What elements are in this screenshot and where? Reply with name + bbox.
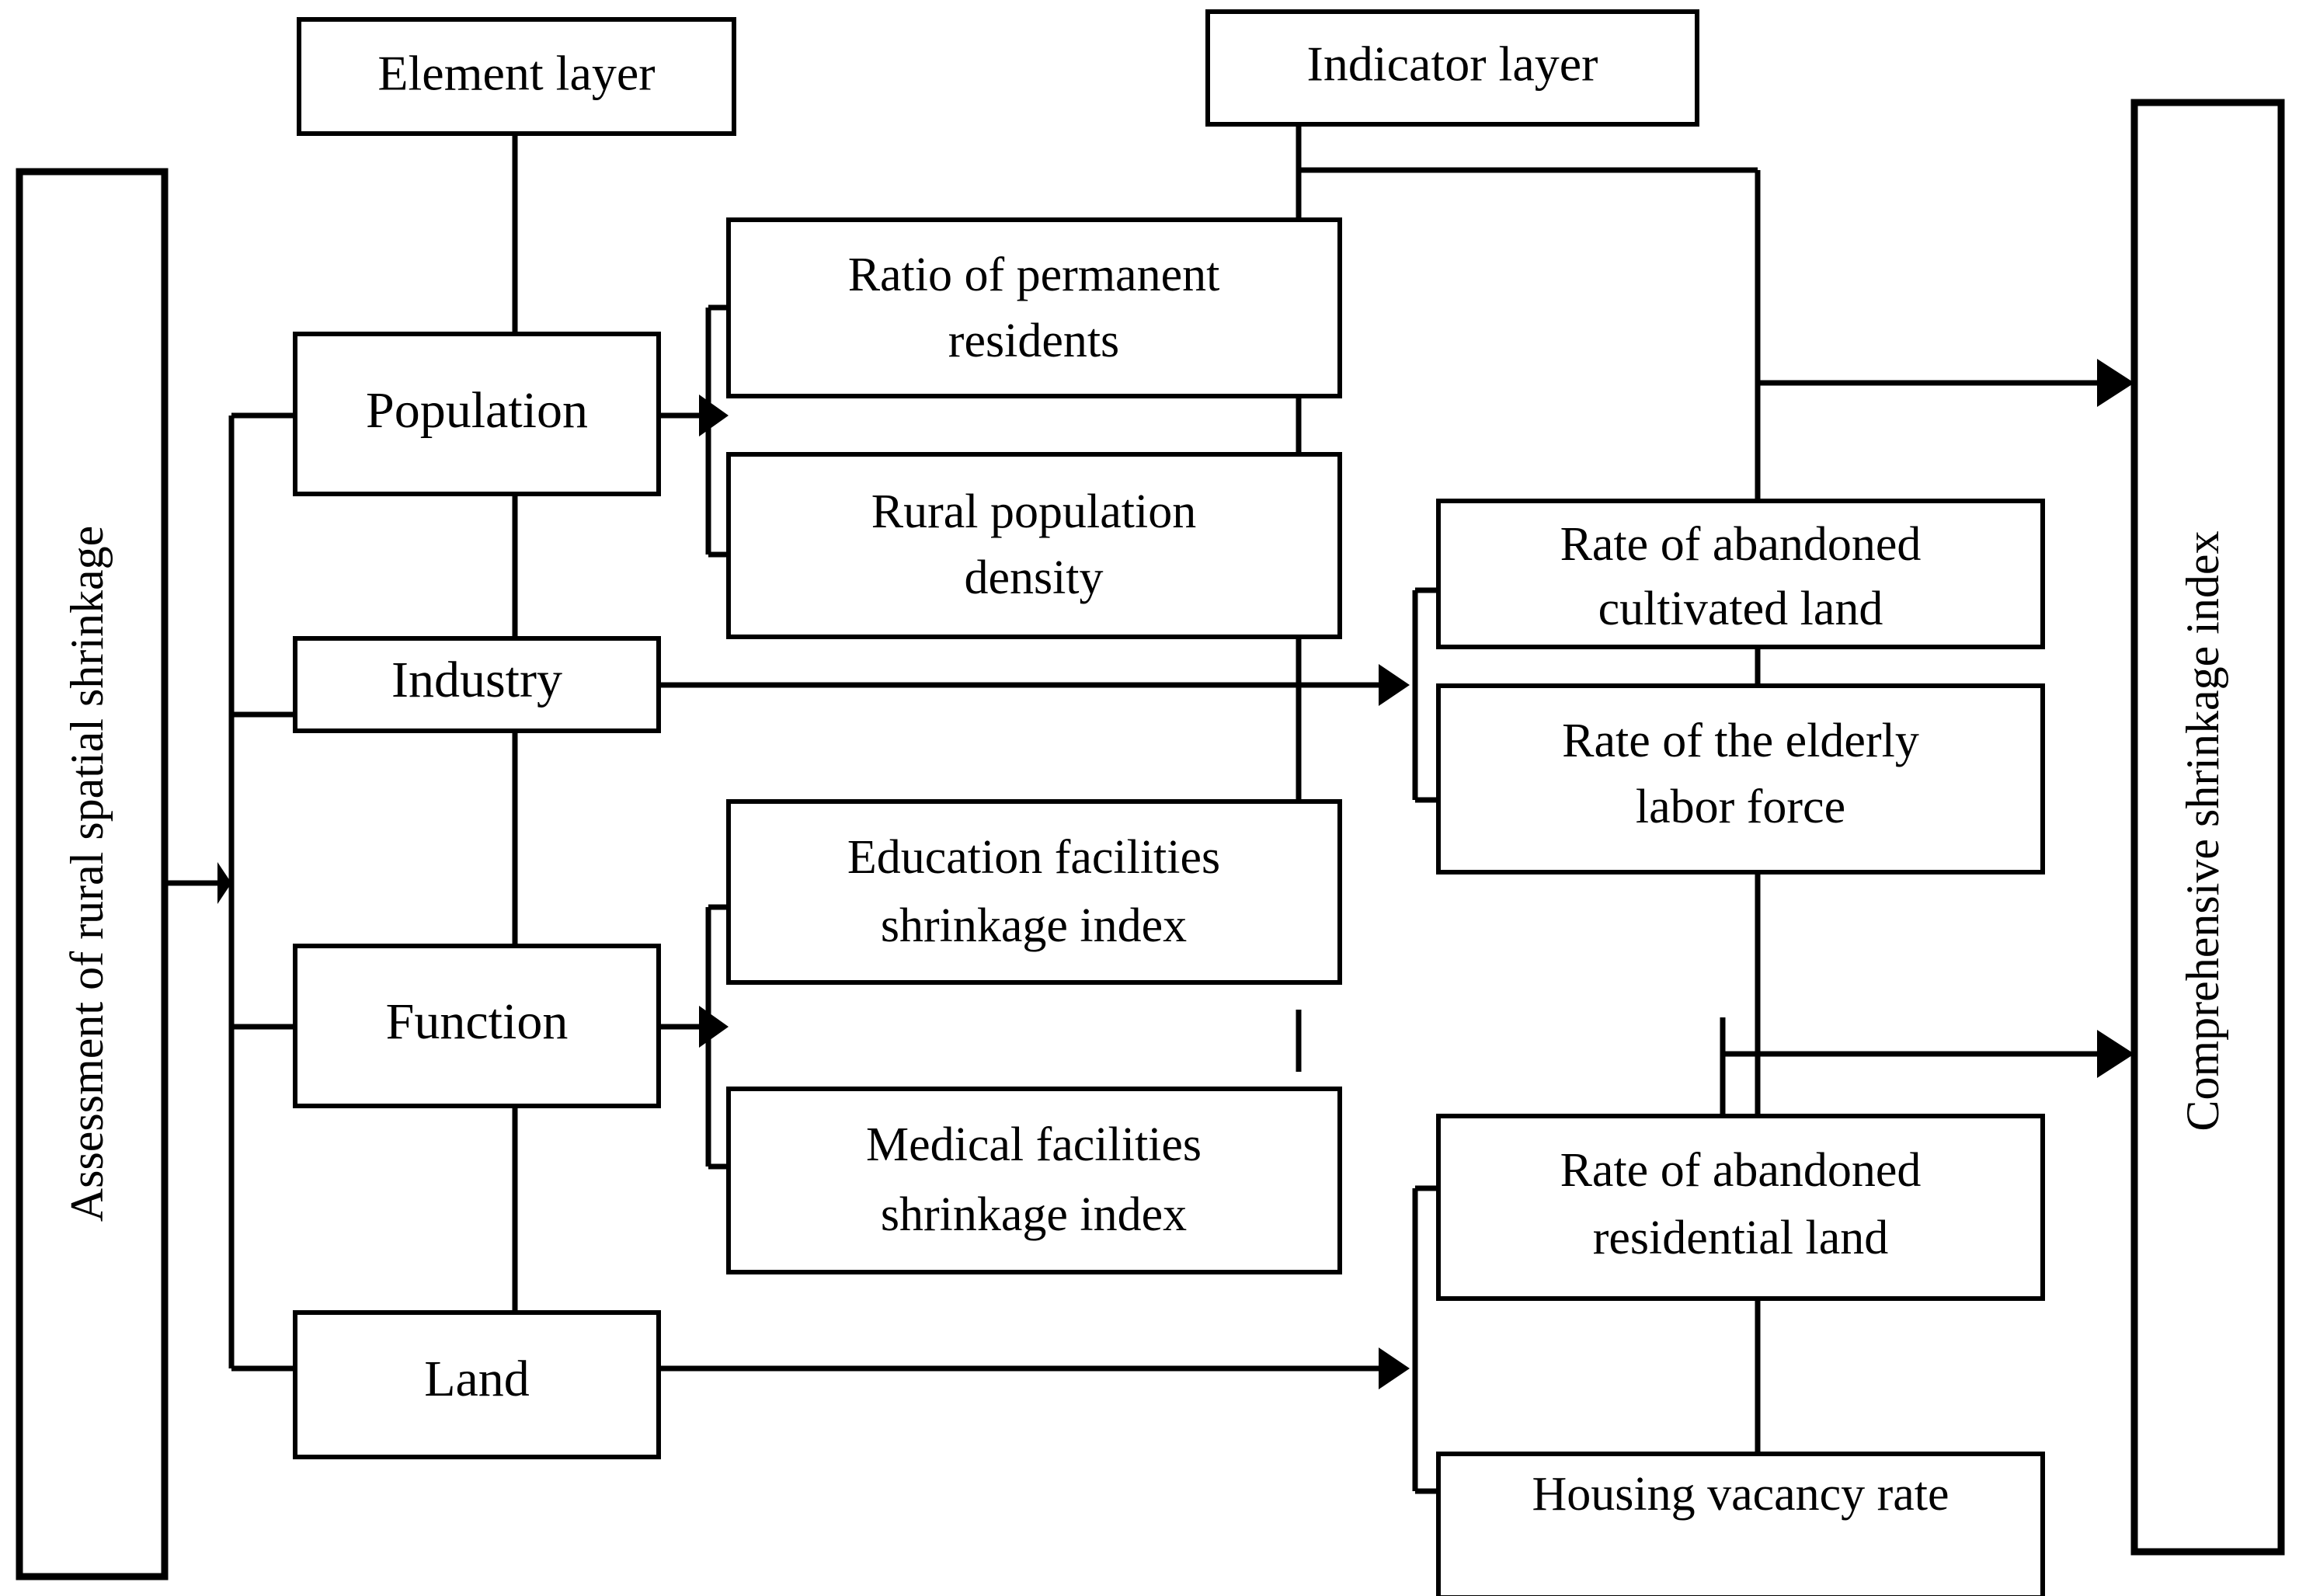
function-branch — [659, 904, 730, 1170]
indicator-box-medical-facilities-line1: Medical facilities — [866, 1118, 1202, 1171]
arrow-index-top — [2097, 359, 2134, 407]
indicator-box-education-facilities-rect[interactable] — [726, 799, 1342, 985]
indicator-box-rate-abandoned-residential-land[interactable]: Rate of abandoned residential land — [1436, 1114, 2045, 1301]
indicator-box-medical-facilities[interactable]: Medical facilities shrinkage index — [726, 1087, 1342, 1274]
element-box-function[interactable]: Function — [293, 944, 661, 1108]
arrow-index-bottom — [2097, 1030, 2134, 1078]
assessment-box-rect[interactable] — [16, 168, 169, 1580]
assessment-bus — [165, 412, 295, 1372]
indicator-layer-label: Indicator layer — [1307, 37, 1598, 92]
comprehensive-index-box-rect[interactable] — [2130, 99, 2285, 1556]
indicator-layer-rect[interactable] — [1205, 9, 1699, 127]
indicator-box-rural-population-density-line2: density — [964, 551, 1103, 604]
indicator-layer-spine — [1296, 124, 1761, 1454]
indicator-box-housing-vacancy-rate-line1: Housing vacancy rate — [1532, 1468, 1949, 1521]
indicator-box-medical-facilities-line2: shrinkage index — [881, 1188, 1187, 1241]
indicator-box-rate-abandoned-cultivated-land-line1: Rate of abandoned — [1560, 518, 1922, 571]
comprehensive-index-box-label: Comprehensive shrinkage index — [2177, 530, 2228, 1131]
element-box-population[interactable]: Population — [293, 332, 661, 496]
arrow-land — [1379, 1347, 1410, 1389]
element-box-industry[interactable]: Industry — [293, 636, 661, 733]
indicator-layer-box[interactable]: Indicator layer — [1205, 9, 1699, 127]
element-layer-rect[interactable] — [297, 17, 736, 136]
indicator-box-rate-elderly-labor-force-line2: labor force — [1636, 781, 1845, 833]
indicator-box-rate-abandoned-cultivated-land-line2: cultivated land — [1598, 582, 1883, 635]
indicator-box-rate-abandoned-residential-land-line2: residential land — [1593, 1212, 1888, 1264]
indicator-box-medical-facilities-rect[interactable] — [726, 1087, 1342, 1274]
assessment-box-label: Assessment of rural spatial shrinkage — [61, 526, 113, 1222]
arrow-population — [699, 395, 729, 436]
element-layer-label: Element layer — [377, 46, 655, 101]
element-box-function-rect[interactable] — [293, 944, 661, 1108]
industry-branch — [659, 587, 1438, 803]
population-branch — [659, 304, 730, 558]
element-box-population-label: Population — [366, 382, 588, 439]
indicator-box-ratio-permanent-residents[interactable]: Ratio of permanent residents — [726, 217, 1342, 398]
indicator-box-rate-elderly-labor-force-line1: Rate of the elderly — [1562, 715, 1919, 767]
indicator-box-housing-vacancy-rate-rect[interactable] — [1436, 1452, 2045, 1596]
indicator-box-rate-abandoned-residential-land-line1: Rate of abandoned — [1560, 1144, 1922, 1197]
arrow-industry — [1379, 664, 1410, 706]
element-box-industry-rect[interactable] — [293, 636, 661, 733]
arrow-assessment-to-bus — [217, 862, 231, 904]
element-box-function-label: Function — [386, 993, 569, 1050]
comprehensive-index-box[interactable]: Comprehensive shrinkage index — [2130, 99, 2285, 1556]
land-branch — [659, 1185, 1438, 1494]
indicator-box-rural-population-density[interactable]: Rural population density — [726, 452, 1342, 639]
indicator-box-housing-vacancy-rate[interactable]: Housing vacancy rate — [1436, 1452, 2045, 1596]
element-box-land[interactable]: Land — [293, 1310, 661, 1459]
element-layer-box[interactable]: Element layer — [297, 17, 736, 136]
indicator-box-education-facilities-line2: shrinkage index — [881, 899, 1187, 952]
indicator-box-ratio-permanent-residents-line1: Ratio of permanent — [848, 249, 1220, 301]
indicator-box-ratio-permanent-residents-line2: residents — [948, 315, 1119, 367]
indicator-box-rate-elderly-labor-force-rect[interactable] — [1436, 683, 2045, 874]
element-box-land-label: Land — [424, 1351, 530, 1407]
indicator-box-rate-abandoned-cultivated-land-rect[interactable] — [1436, 499, 2045, 649]
indicator-box-rate-abandoned-residential-land-rect[interactable] — [1436, 1114, 2045, 1301]
indicator-box-rural-population-density-line1: Rural population — [871, 485, 1196, 538]
arrow-function — [699, 1006, 729, 1048]
indicator-box-education-facilities[interactable]: Education facilities shrinkage index — [726, 799, 1342, 985]
assessment-box[interactable]: Assessment of rural spatial shrinkage — [16, 168, 169, 1580]
indicator-box-ratio-permanent-residents-rect[interactable] — [726, 217, 1342, 398]
element-box-industry-label: Industry — [391, 652, 562, 708]
indicator-box-rate-elderly-labor-force[interactable]: Rate of the elderly labor force — [1436, 683, 2045, 874]
indicator-box-education-facilities-line1: Education facilities — [847, 831, 1220, 884]
indicator-box-rate-abandoned-cultivated-land[interactable]: Rate of abandoned cultivated land — [1436, 499, 2045, 649]
index-inflow — [1720, 359, 2134, 1116]
element-box-land-rect[interactable] — [293, 1310, 661, 1459]
element-box-population-rect[interactable] — [293, 332, 661, 496]
indicator-box-rural-population-density-rect[interactable] — [726, 452, 1342, 639]
